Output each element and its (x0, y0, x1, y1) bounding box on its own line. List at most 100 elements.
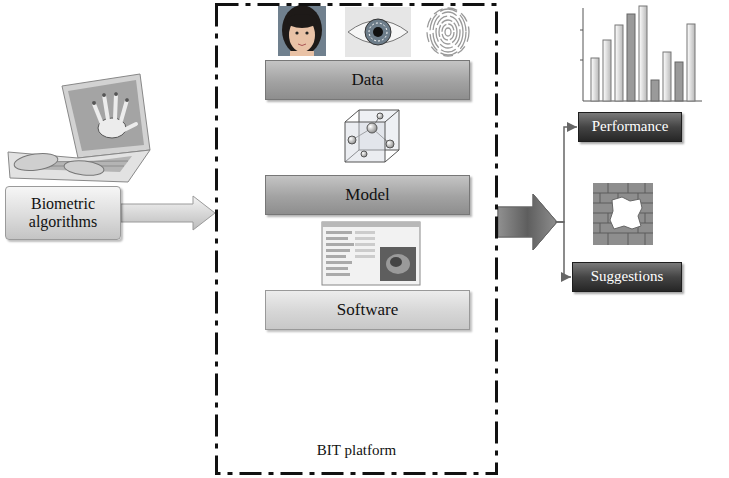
fingerprint-image (427, 8, 469, 56)
output-box: Suggestions (572, 262, 682, 292)
bar-chart (580, 6, 702, 101)
face-photo (287, 14, 317, 28)
model-cube (361, 151, 367, 157)
brick-wall (593, 193, 653, 194)
bar-chart (663, 52, 671, 101)
brick-wall (608, 233, 609, 245)
software-screenshot (326, 231, 352, 234)
model-cube (367, 123, 377, 133)
bar-chart (627, 14, 635, 101)
laptop-illustration (115, 94, 116, 119)
laptop-illustration (104, 95, 108, 120)
face-photo (278, 5, 326, 56)
brick-wall (610, 197, 642, 229)
laptop-illustration (125, 98, 129, 102)
bar-chart (603, 40, 611, 101)
bar-chart (583, 8, 584, 101)
laptop-illustration (62, 74, 150, 158)
brick-wall (608, 183, 609, 193)
brick-wall (593, 183, 653, 245)
iris-photo (345, 7, 411, 57)
software-screenshot (326, 243, 354, 246)
group-title: BIT platform (317, 442, 396, 459)
software-screenshot (355, 237, 375, 240)
process-box: Software (265, 290, 470, 330)
box-label: Data (351, 70, 383, 90)
block-arrow (498, 194, 557, 250)
face-photo (282, 5, 322, 55)
laptop-illustration (124, 124, 136, 130)
fingerprint-image (427, 8, 469, 56)
face-photo (295, 31, 298, 34)
iris-photo (373, 27, 383, 37)
fingerprint-image (439, 20, 457, 44)
brick-wall (608, 213, 609, 223)
dash-dot-border (217, 5, 497, 474)
brick-wall (600, 223, 601, 233)
software-screenshot (326, 261, 352, 264)
model-cube (386, 140, 394, 148)
laptop-illustration (8, 150, 150, 182)
fingerprint-image (436, 16, 460, 48)
laptop-illustration (114, 92, 118, 96)
connector-line (555, 222, 571, 277)
box-label: Performance (592, 118, 669, 135)
box-label: Software (337, 300, 398, 320)
iris-photo (369, 23, 387, 41)
bar-chart (615, 25, 623, 101)
software-screenshot (390, 257, 402, 267)
model-cube (377, 113, 383, 119)
face-photo (290, 51, 314, 56)
software-screenshot (355, 243, 375, 246)
laptop-illustration (121, 100, 127, 121)
brick-wall (645, 213, 646, 223)
model-cube (348, 136, 356, 144)
face-photo (305, 31, 308, 34)
software-screenshot (380, 247, 416, 281)
model-cube (385, 110, 399, 122)
software-screenshot (322, 222, 420, 227)
brick-wall (593, 233, 653, 234)
brick-wall (593, 183, 653, 245)
fingerprint-image (445, 28, 451, 36)
software-screenshot (326, 237, 348, 240)
software-screenshot (355, 255, 375, 258)
brick-wall (628, 183, 629, 193)
flow-arrow (121, 196, 215, 230)
platform-frame: BIT platform DataModelSoftware (215, 3, 498, 475)
bar-chart (675, 62, 683, 101)
model-cube (345, 110, 359, 122)
laptop-illustration (102, 93, 106, 97)
block-arrow (121, 196, 215, 230)
laptop-illustration (63, 159, 104, 177)
bar-chart (580, 30, 583, 31)
fingerprint-image (430, 9, 466, 55)
model-cube (385, 150, 399, 162)
laptop-illustration (68, 80, 144, 151)
brick-wall (645, 183, 646, 193)
laptop-illustration (92, 101, 96, 105)
process-box: Data (265, 60, 470, 100)
software-screenshot (326, 267, 348, 270)
software-screenshot (386, 254, 410, 274)
process-box: Biometric algorithms (5, 186, 121, 240)
software-screenshot (326, 249, 350, 252)
software-screenshot (355, 249, 375, 252)
laptop-illustration (8, 74, 150, 182)
software-screenshot (322, 222, 420, 285)
software-screenshot (355, 231, 375, 234)
brick-wall (600, 193, 601, 203)
software-screenshot (326, 273, 350, 276)
laptop-illustration (13, 151, 59, 173)
face-photo (278, 6, 326, 56)
face-photo (298, 44, 306, 46)
bar-chart (687, 24, 695, 101)
box-label: Suggestions (591, 268, 664, 285)
software-screenshot (322, 222, 420, 285)
box-label: Biometric algorithms (14, 195, 112, 232)
bar-chart (591, 58, 599, 101)
process-box: Model (265, 175, 470, 215)
bar-chart (639, 6, 647, 101)
flow-arrow (498, 194, 571, 277)
